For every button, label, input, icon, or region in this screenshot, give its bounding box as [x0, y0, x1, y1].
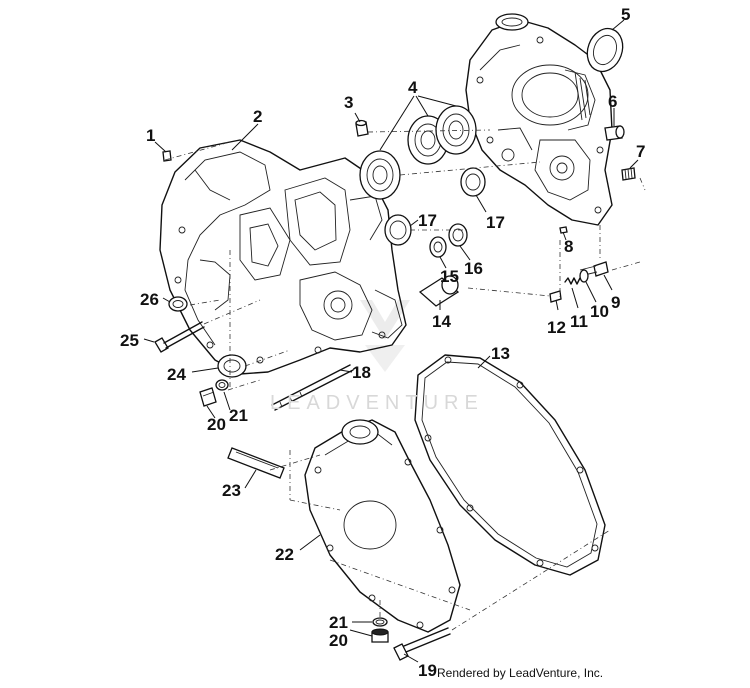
callout-9: 9 — [611, 293, 621, 312]
alignment-lines — [164, 129, 646, 631]
pin-part-8 — [559, 226, 568, 234]
plunger-part-12 — [549, 290, 562, 303]
bolt-part-25 — [154, 321, 205, 353]
gasket-part-13 — [414, 354, 606, 576]
detent-bolt-part-9 — [579, 261, 609, 277]
callout-11: 11 — [570, 312, 588, 331]
drain-bolt-part-20-upper — [199, 387, 217, 407]
cover-part-22 — [304, 419, 461, 633]
seal-part-16 — [448, 223, 468, 247]
spring-part-11 — [564, 277, 581, 285]
washer-part-21-lower — [372, 617, 388, 627]
callout-12: 12 — [547, 318, 566, 337]
plug-part-6 — [604, 125, 625, 141]
stud-part-18 — [271, 364, 354, 411]
dowel-part-3 — [355, 119, 369, 137]
gear-case-housing — [465, 13, 613, 226]
washer-part-21-upper — [215, 379, 229, 391]
callout-2: 2 — [253, 107, 263, 126]
callout-25: 25 — [120, 331, 139, 350]
seal-part-5 — [586, 27, 624, 73]
callout-5: 5 — [621, 5, 631, 24]
callout-21-upper: 21 — [229, 406, 248, 425]
drain-bolt-part-20-lower — [371, 628, 389, 643]
callout-20-upper: 20 — [207, 415, 226, 434]
callout-23: 23 — [222, 481, 241, 500]
callout-14: 14 — [432, 312, 451, 331]
bearing-part-17-right — [460, 167, 486, 197]
callout-16: 16 — [464, 259, 483, 278]
callout-19: 19 — [418, 661, 437, 680]
dipstick-part-23 — [227, 447, 285, 479]
callout-18: 18 — [352, 363, 371, 382]
callout-1: 1 — [146, 126, 156, 145]
callout-22: 22 — [275, 545, 294, 564]
washer-part-10 — [579, 269, 589, 283]
bearing-part-17-left — [384, 214, 412, 246]
oring-part-26 — [168, 296, 188, 312]
callout-26: 26 — [140, 290, 159, 309]
seal-part-15 — [429, 236, 447, 258]
bolt-part-19 — [393, 627, 451, 661]
callout-4: 4 — [408, 78, 418, 97]
callout-6: 6 — [608, 92, 618, 111]
callout-10: 10 — [590, 302, 609, 321]
screw-part-7 — [621, 167, 636, 181]
callout-17-left: 17 — [418, 211, 437, 230]
callout-3: 3 — [344, 93, 354, 112]
sleeve-part-14 — [418, 275, 460, 307]
bearing-part-4-right — [435, 105, 477, 155]
seal-part-24 — [217, 354, 247, 378]
callout-13: 13 — [491, 344, 510, 363]
callout-15: 15 — [440, 267, 459, 286]
watermark-text: LEADVENTURE — [270, 392, 484, 414]
leader-lines — [143, 19, 639, 663]
callout-24: 24 — [167, 365, 186, 384]
callout-7: 7 — [636, 142, 646, 161]
callout-21-lower: 21 — [329, 613, 348, 632]
callout-17-right: 17 — [486, 213, 505, 232]
render-credit: Rendered by LeadVenture, Inc. — [437, 666, 604, 680]
callout-20-lower: 20 — [329, 631, 348, 650]
callout-8: 8 — [564, 237, 574, 256]
bearing-part-4-left — [359, 150, 401, 200]
